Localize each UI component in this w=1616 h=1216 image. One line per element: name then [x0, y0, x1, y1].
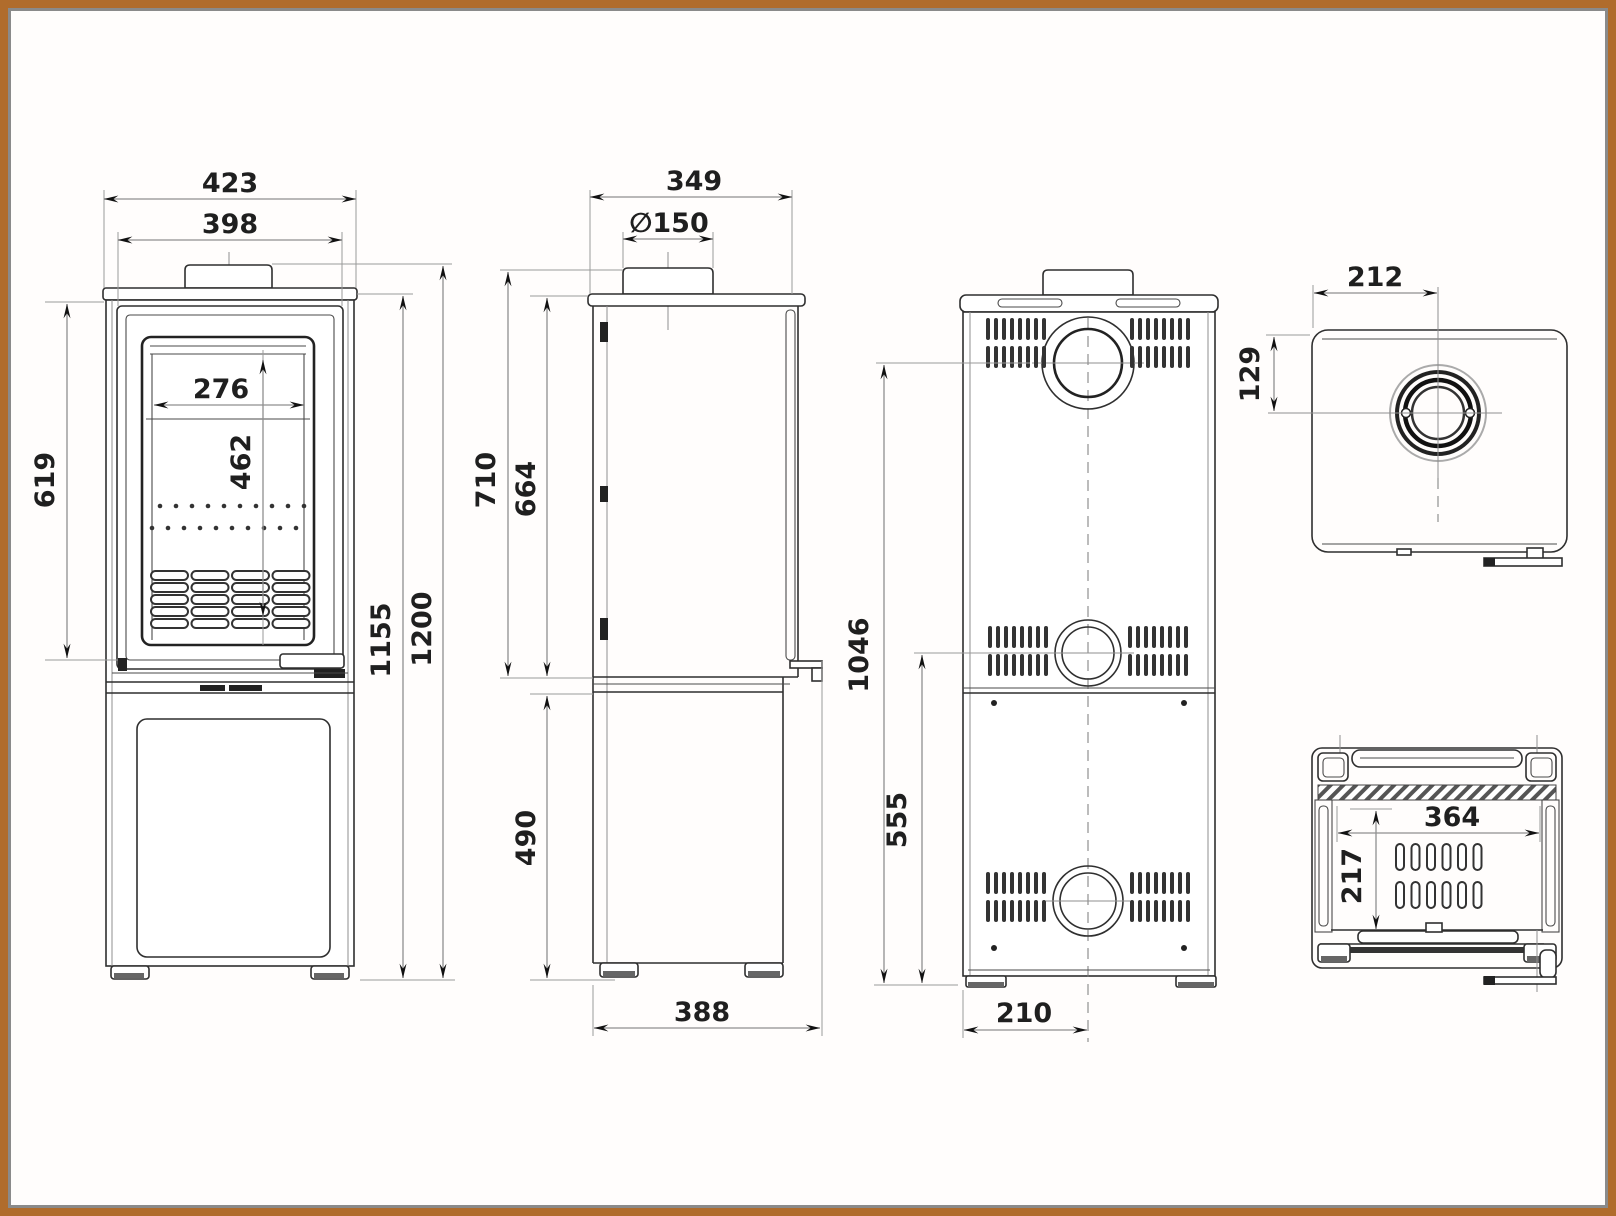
dim-rear-top-outlet-height: 1046 — [844, 617, 875, 692]
dim-front-door-height: 619 — [30, 452, 61, 508]
dim-side-upper-height: 664 — [511, 461, 542, 517]
side-hinge-upper — [600, 322, 608, 342]
front-door-handle — [279, 653, 345, 669]
front-glass-window — [140, 335, 316, 647]
rear-dimensions: 1046 555 210 — [844, 362, 1088, 1038]
rear-view: 1046 555 210 — [844, 269, 1219, 1042]
dim-side-upper-height-with-collar: 710 — [471, 452, 502, 508]
rear-flue-collar — [1042, 269, 1134, 296]
top-door-handle — [1483, 547, 1563, 567]
side-hinge-middle — [600, 486, 608, 502]
bottom-stove-body — [1311, 735, 1563, 992]
top-view: 212 129 — [1235, 262, 1568, 567]
bottom-rail-left — [1314, 799, 1333, 933]
top-body-outline — [1311, 329, 1568, 553]
dim-bottom-opening-depth: 217 — [1337, 848, 1368, 904]
dim-front-body-height: 1155 — [366, 602, 397, 677]
side-dimensions: 349 ∅150 710 664 490 388 — [471, 166, 823, 1036]
dim-side-base-depth: 388 — [674, 997, 730, 1028]
dim-rear-lower-outlet-height: 555 — [882, 792, 913, 848]
rear-top-plate — [959, 294, 1219, 313]
dim-side-depth: 349 — [666, 166, 722, 197]
front-body-outline — [105, 299, 355, 967]
rear-feet — [965, 975, 1217, 988]
bottom-door-handle — [1483, 949, 1557, 985]
side-view: 349 ∅150 710 664 490 388 — [471, 166, 823, 1036]
bottom-dimensions: 364 217 — [1336, 802, 1541, 930]
side-stove-body — [587, 252, 823, 978]
dim-front-overall-width: 423 — [202, 168, 258, 199]
dim-front-total-height: 1200 — [407, 591, 438, 666]
dim-rear-outlet-offset: 210 — [996, 998, 1052, 1029]
rear-stove-body — [959, 269, 1219, 1042]
front-stove-body — [102, 252, 358, 980]
bottom-air-slots — [1395, 843, 1483, 909]
front-top-plate — [102, 287, 358, 301]
dim-side-base-height: 490 — [511, 810, 542, 866]
bottom-view: 364 217 — [1311, 735, 1563, 992]
side-hinge-lower — [600, 618, 608, 640]
bottom-body-outline — [1311, 747, 1563, 969]
dim-front-glass-height: 462 — [226, 434, 257, 490]
bottom-foot-tab-right — [1525, 752, 1557, 782]
dim-top-flue-from-front: 212 — [1347, 262, 1403, 293]
dim-side-flue-diameter: ∅150 — [629, 208, 708, 239]
top-dimensions: 212 129 — [1235, 262, 1438, 412]
dim-front-top-width: 398 — [202, 209, 258, 240]
bottom-foot-tab-left — [1317, 752, 1349, 782]
front-door — [116, 305, 344, 670]
bottom-section-hatch — [1317, 784, 1557, 801]
dim-top-flue-from-back: 129 — [1235, 346, 1266, 402]
front-feet — [110, 965, 350, 980]
front-view: 423 398 276 462 619 1155 1 — [30, 168, 455, 981]
side-handle-bracket — [789, 660, 823, 669]
front-flue-collar — [184, 264, 273, 289]
side-feet — [599, 962, 784, 978]
dim-front-glass-width: 276 — [193, 374, 249, 405]
dim-bottom-opening-width: 364 — [1424, 802, 1480, 833]
bottom-rail-right — [1541, 799, 1560, 933]
front-dimensions: 423 398 276 462 619 1155 1 — [30, 168, 455, 981]
front-pedestal-panel — [136, 718, 331, 958]
side-top-plate — [587, 293, 806, 307]
side-handle-rod — [785, 309, 796, 661]
side-flue-collar — [622, 267, 714, 295]
top-stove-body — [1268, 287, 1568, 567]
